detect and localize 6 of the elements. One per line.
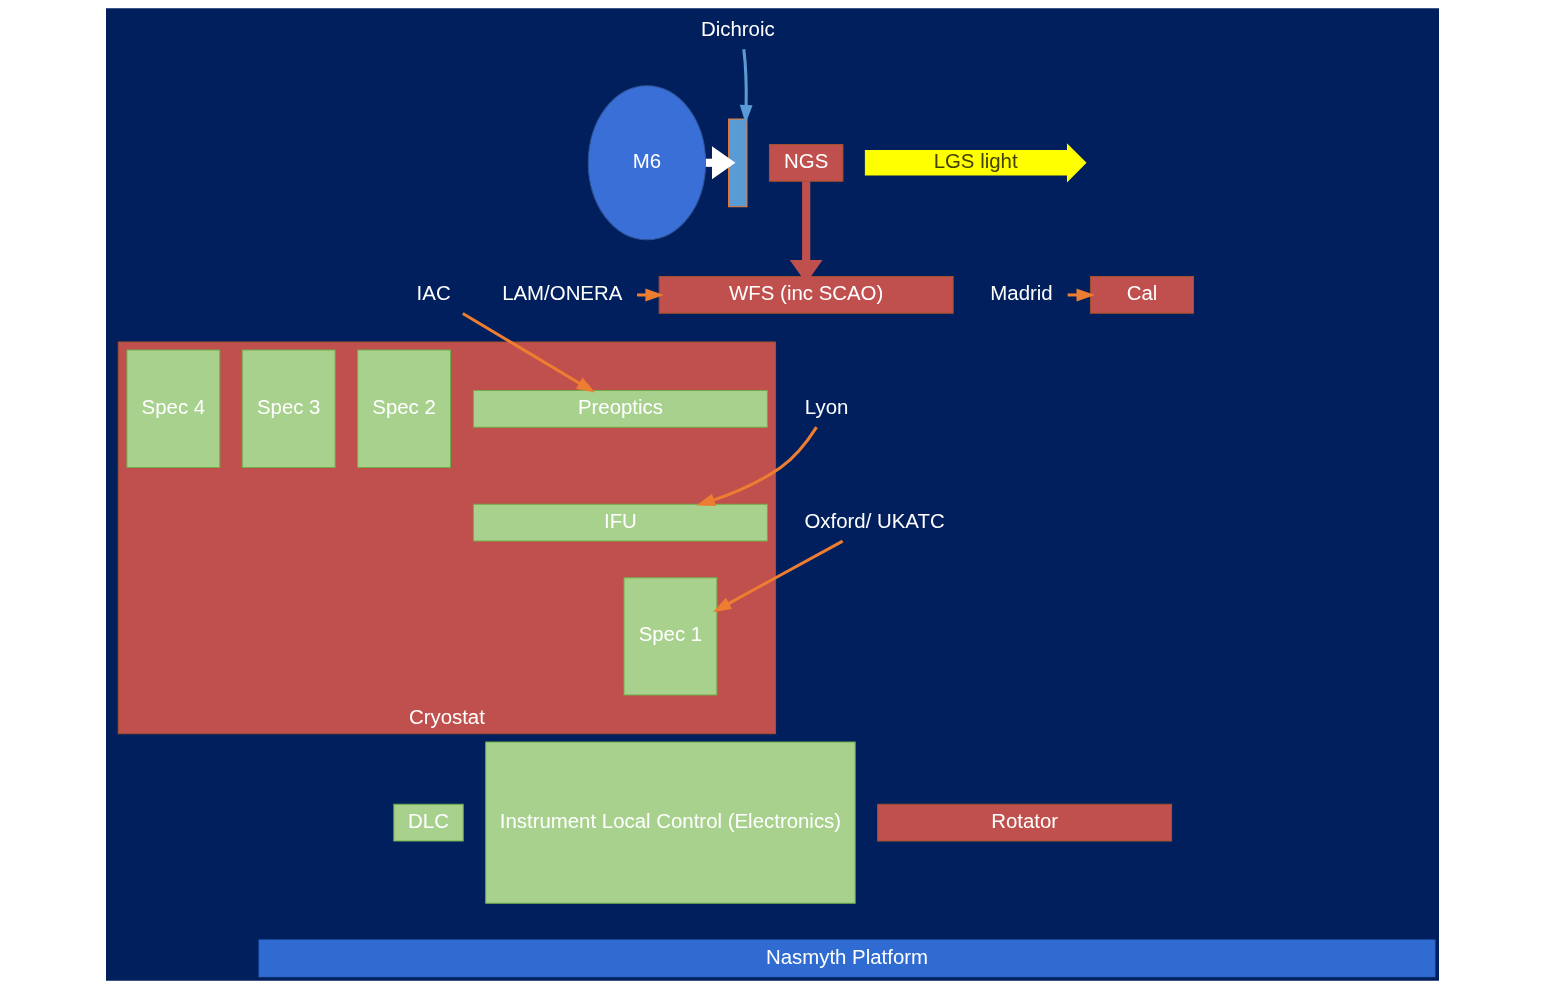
node-text: IAC [416,282,451,305]
node-text: Dichroic [700,17,775,40]
node-text: Madrid [990,282,1053,305]
node-text: Lyon [804,395,849,418]
node-text: Oxford/ UKATC [804,509,945,532]
node-text: LAM/ONERA [502,282,623,305]
